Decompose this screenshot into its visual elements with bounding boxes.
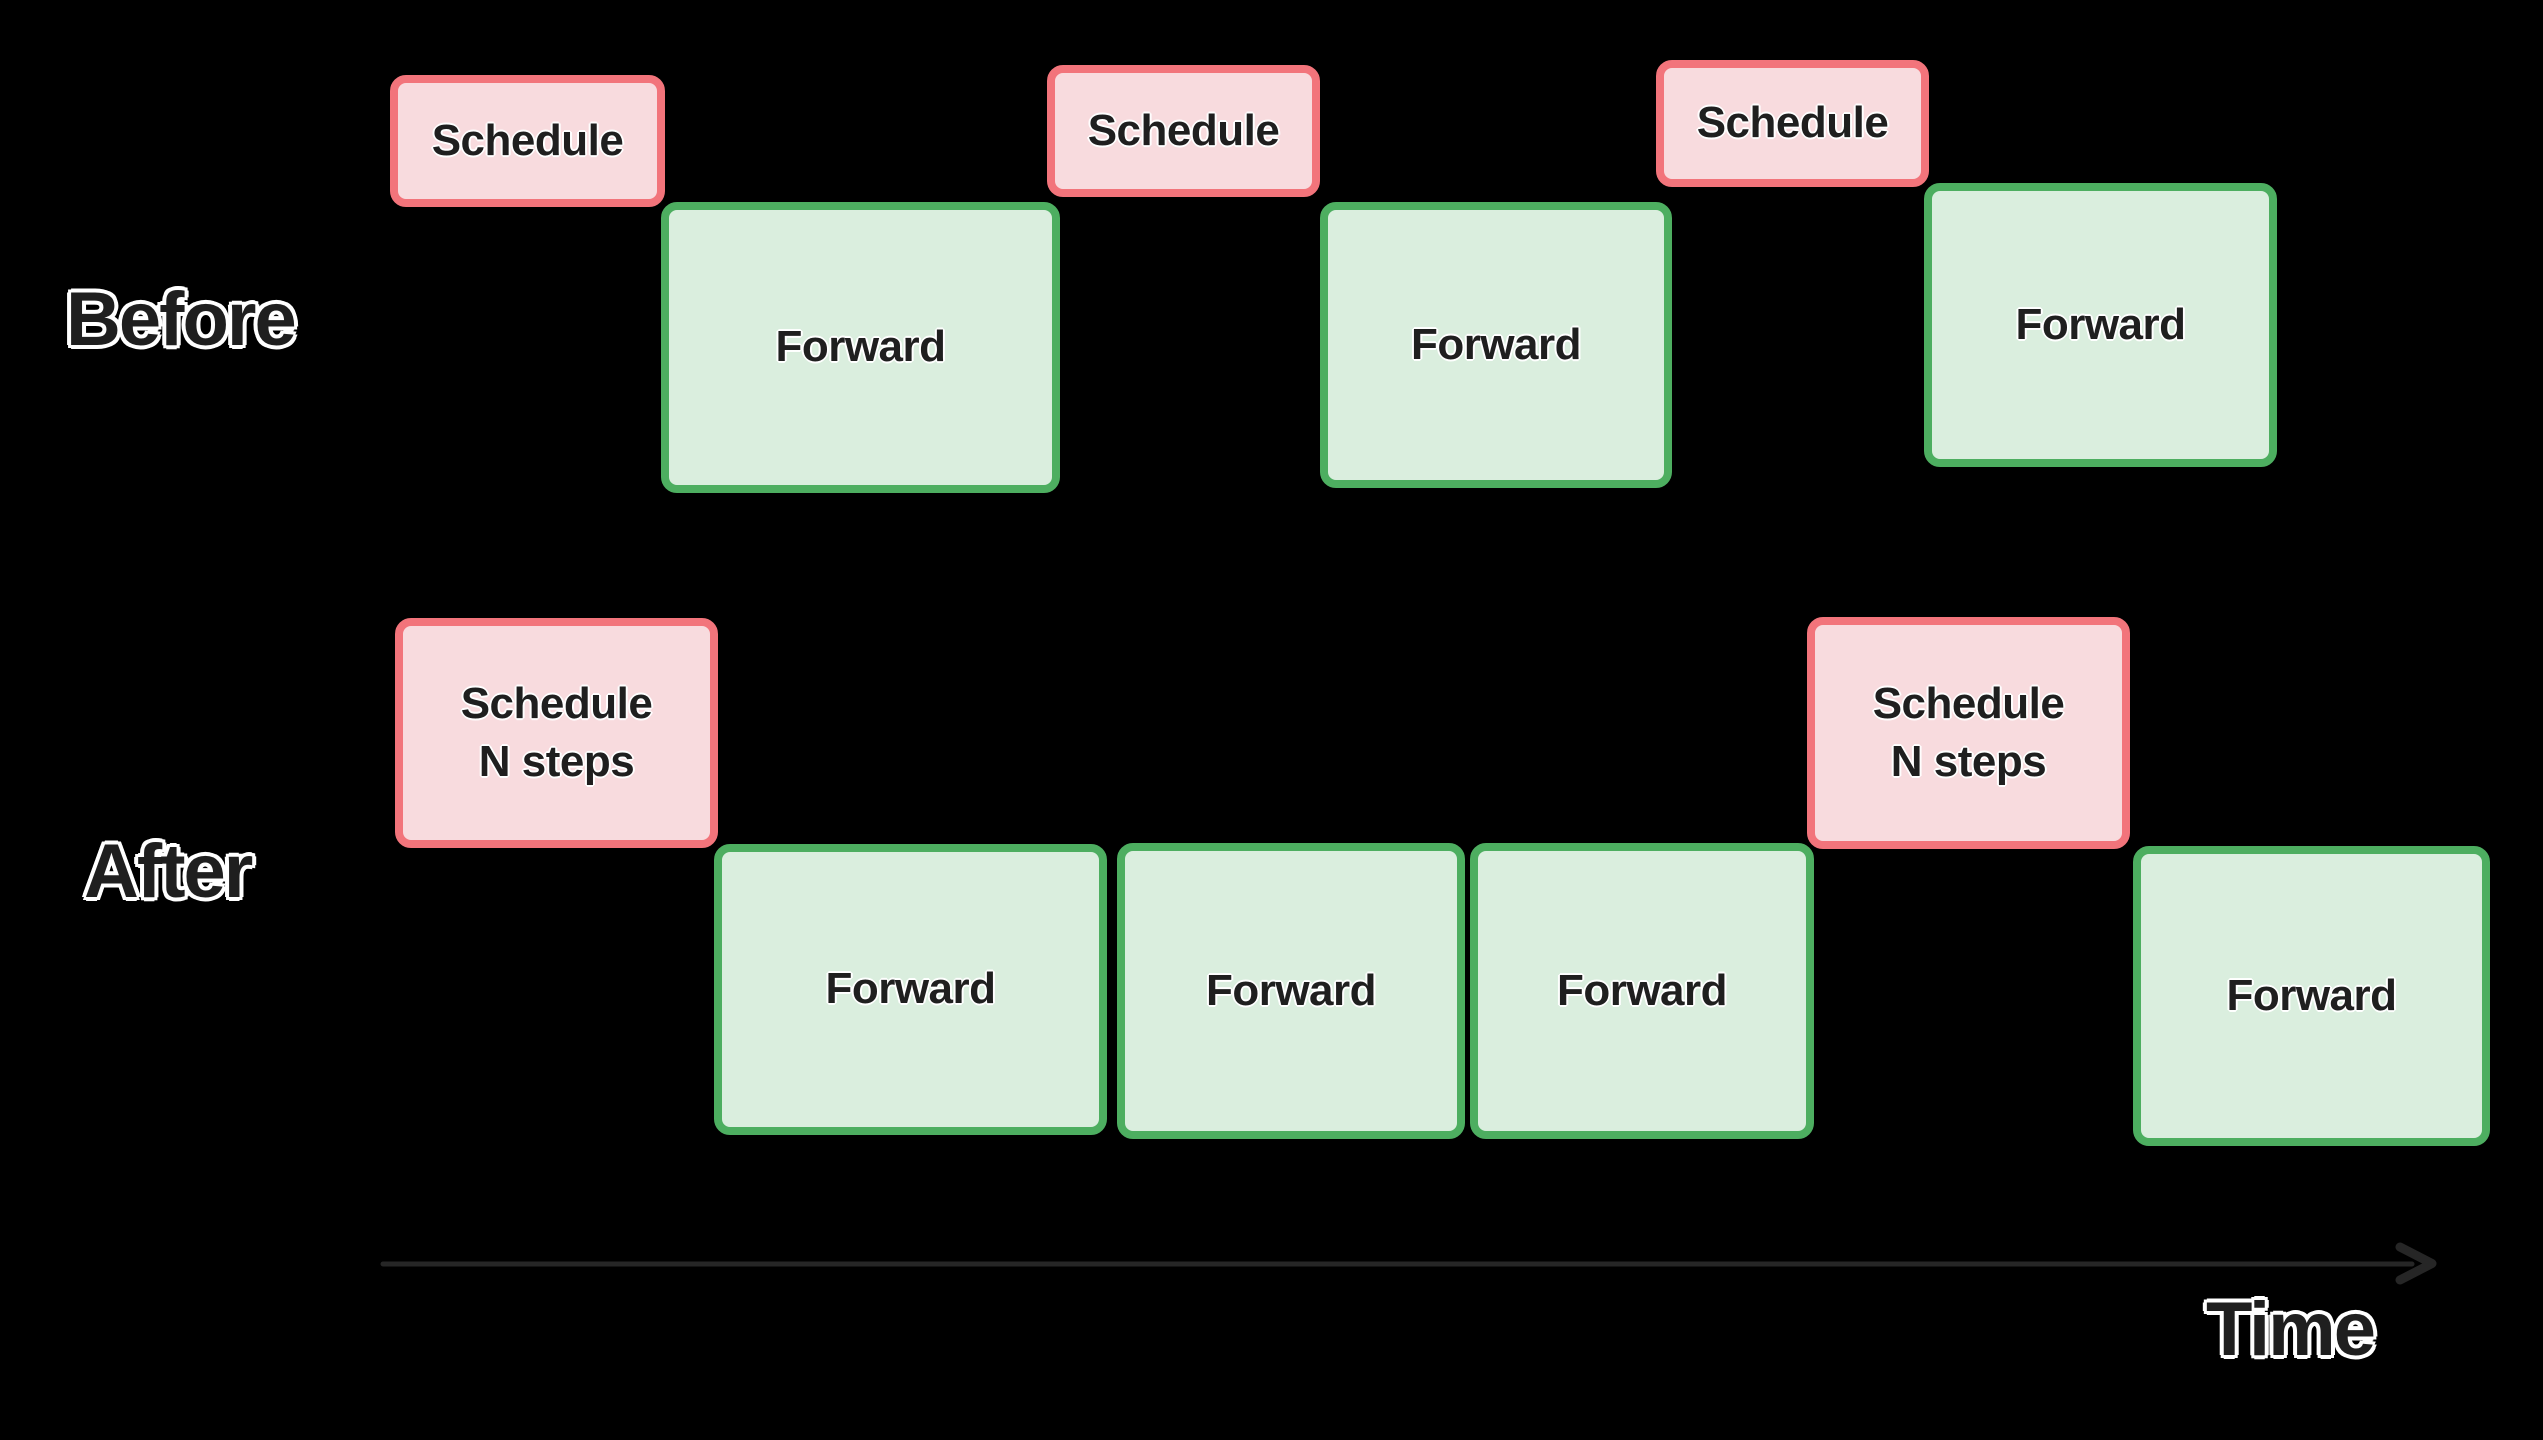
schedule-box: Schedule xyxy=(390,75,665,207)
forward-box: Forward xyxy=(1320,202,1672,488)
forward-box: Forward xyxy=(1470,843,1814,1139)
time-axis-label: Time xyxy=(2206,1287,2376,1372)
before-row-label: Before xyxy=(66,277,297,362)
forward-box-label: Forward xyxy=(1205,965,1377,1015)
after-row-label: After xyxy=(84,829,253,914)
forward-box-label: Forward xyxy=(775,322,946,372)
forward-box-label: Forward xyxy=(1556,965,1728,1015)
forward-box-label: Forward xyxy=(825,964,996,1014)
forward-box: Forward xyxy=(1924,183,2277,467)
schedule-box: Schedule xyxy=(1656,60,1929,187)
schedule-box: Schedule xyxy=(1047,65,1320,197)
forward-box-label: Forward xyxy=(2226,970,2397,1020)
schedule-box-label: Schedule xyxy=(1087,105,1280,155)
schedule-n-steps-line1: Schedule xyxy=(1872,678,2065,728)
forward-box: Forward xyxy=(1117,843,1465,1139)
forward-box: Forward xyxy=(714,844,1107,1135)
schedule-n-steps-line2: N steps xyxy=(1890,737,2047,786)
schedule-n-steps-box: Schedule N steps xyxy=(1807,617,2130,849)
schedule-n-steps-line1: Schedule xyxy=(460,678,653,728)
time-axis-arrowhead-icon xyxy=(2395,1242,2437,1285)
forward-box: Forward xyxy=(661,202,1060,493)
schedule-n-steps-box: Schedule N steps xyxy=(395,618,718,848)
schedule-box-label: Schedule xyxy=(431,115,624,165)
forward-box-label: Forward xyxy=(2015,299,2186,349)
forward-box: Forward xyxy=(2133,846,2490,1146)
forward-box-label: Forward xyxy=(1410,319,1582,369)
schedule-box-label: Schedule xyxy=(1696,98,1889,148)
schedule-n-steps-line2: N steps xyxy=(478,737,635,786)
